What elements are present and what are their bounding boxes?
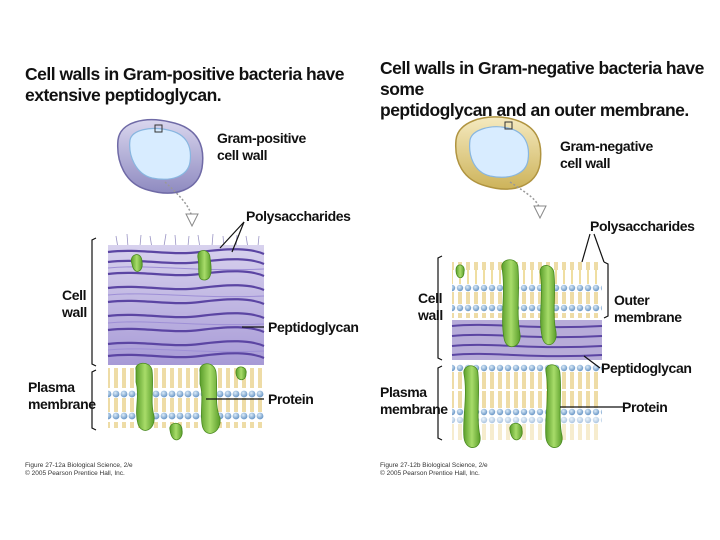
- figure-credit: Figure 27-12b Biological Science, 2/e © …: [380, 462, 488, 477]
- peptidoglycan-thin-layer: [451, 320, 603, 360]
- peptidoglycan-label: Peptidoglycan: [268, 319, 359, 335]
- gram-negative-cell-label: Gram-negative cell wall: [560, 138, 653, 171]
- cell-wall-label: Cell wall: [62, 287, 87, 320]
- polysaccharides-label: Polysaccharides: [590, 218, 695, 234]
- gram-positive-panel: Cell walls in Gram-positive bacteria hav…: [25, 64, 359, 477]
- gram-negative-illustration: [437, 116, 624, 448]
- plasma-membrane-label: Plasma membrane: [380, 384, 448, 417]
- zoom-arrow-icon: [185, 213, 199, 228]
- outer-membrane-bilayer: [452, 262, 602, 318]
- protein-label: Protein: [622, 399, 668, 415]
- gram-positive-heading: Cell walls in Gram-positive bacteria hav…: [25, 64, 344, 105]
- plasma-membrane-bilayer: [108, 368, 264, 428]
- outer-membrane-label: Outer membrane: [614, 292, 682, 325]
- cell-wall-label: Cell wall: [418, 290, 443, 323]
- gram-negative-heading: Cell walls in Gram-negative bacteria hav…: [380, 58, 704, 120]
- polysaccharides-label: Polysaccharides: [246, 208, 351, 224]
- membrane-proteins: [455, 259, 563, 448]
- gram-negative-panel: Cell walls in Gram-negative bacteria hav…: [360, 0, 720, 540]
- annotation-lines: [91, 221, 264, 431]
- gram-positive-bacterium: [116, 119, 204, 194]
- figure-credit: Figure 27-12a Biological Science, 2/e © …: [25, 462, 133, 477]
- annotation-lines: [437, 233, 624, 441]
- plasma-membrane-label: Plasma membrane: [28, 379, 96, 412]
- gram-negative-bacterium: [454, 116, 542, 190]
- peptidoglycan-label: Peptidoglycan: [601, 360, 692, 376]
- gram-positive-illustration: [91, 119, 265, 441]
- zoom-pointer: [509, 181, 541, 211]
- zoom-pointer: [164, 181, 193, 219]
- protein-label: Protein: [268, 391, 314, 407]
- zoom-arrow-icon: [533, 205, 547, 220]
- gram-positive-cell-label: Gram-positive cell wall: [217, 130, 306, 163]
